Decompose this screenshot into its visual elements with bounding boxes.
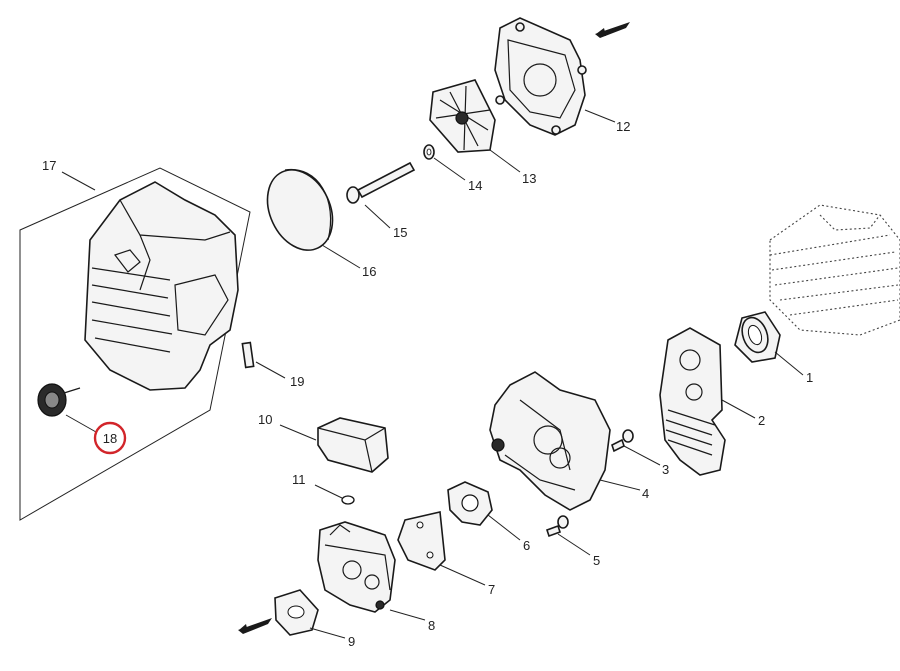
part-1-intake-manifold[interactable] [734, 311, 781, 363]
callout-11: 11 [292, 472, 306, 487]
part-14-washer[interactable] [423, 144, 435, 160]
callout-1: 1 [806, 370, 813, 385]
part-18-knob[interactable] [37, 383, 81, 417]
direction-arrow-icon [238, 618, 272, 634]
callout-14: 14 [468, 178, 482, 193]
callout-15: 15 [393, 225, 407, 240]
callout-12: 12 [616, 119, 630, 134]
part-15-bolt[interactable] [346, 161, 416, 204]
part-10-block[interactable] [317, 417, 389, 473]
engine-cylinder-outline [769, 204, 900, 336]
callout-labels: 1 2 3 4 5 6 7 8 9 10 11 12 13 14 15 16 1… [42, 119, 813, 649]
callout-3: 3 [662, 462, 669, 477]
callout-19: 19 [290, 374, 304, 389]
callout-7: 7 [488, 582, 495, 597]
part-3-screw[interactable] [611, 429, 634, 453]
callout-5: 5 [593, 553, 600, 568]
callout-13: 13 [522, 171, 536, 186]
callout-4: 4 [642, 486, 649, 501]
part-8-carburetor[interactable] [317, 521, 396, 613]
callout-2: 2 [758, 413, 765, 428]
part-2-plate[interactable] [659, 327, 726, 476]
part-6-adapter[interactable] [447, 481, 493, 526]
part-17-cylinder-shroud[interactable] [84, 181, 239, 391]
part-16-filter-disc[interactable] [255, 159, 345, 260]
direction-arrow-icon [595, 22, 630, 38]
part-11-oring[interactable] [341, 495, 355, 505]
part-12-cover[interactable] [494, 17, 587, 136]
part-9-gasket[interactable] [274, 589, 319, 636]
callout-16: 16 [362, 264, 376, 279]
part-13-fan[interactable] [429, 79, 496, 153]
part-5-screw[interactable] [545, 515, 569, 538]
callout-18: 18 [103, 431, 117, 446]
callout-8: 8 [428, 618, 435, 633]
callout-10: 10 [258, 412, 272, 427]
callout-9: 9 [348, 634, 355, 649]
callout-6: 6 [523, 538, 530, 553]
callout-18-highlighted[interactable]: 18 [93, 421, 127, 455]
part-4-housing[interactable] [489, 371, 611, 511]
part-7-gasket[interactable] [397, 511, 446, 571]
part-19-plate[interactable] [241, 341, 255, 369]
callout-17: 17 [42, 158, 56, 173]
leader-lines [61, 109, 804, 639]
